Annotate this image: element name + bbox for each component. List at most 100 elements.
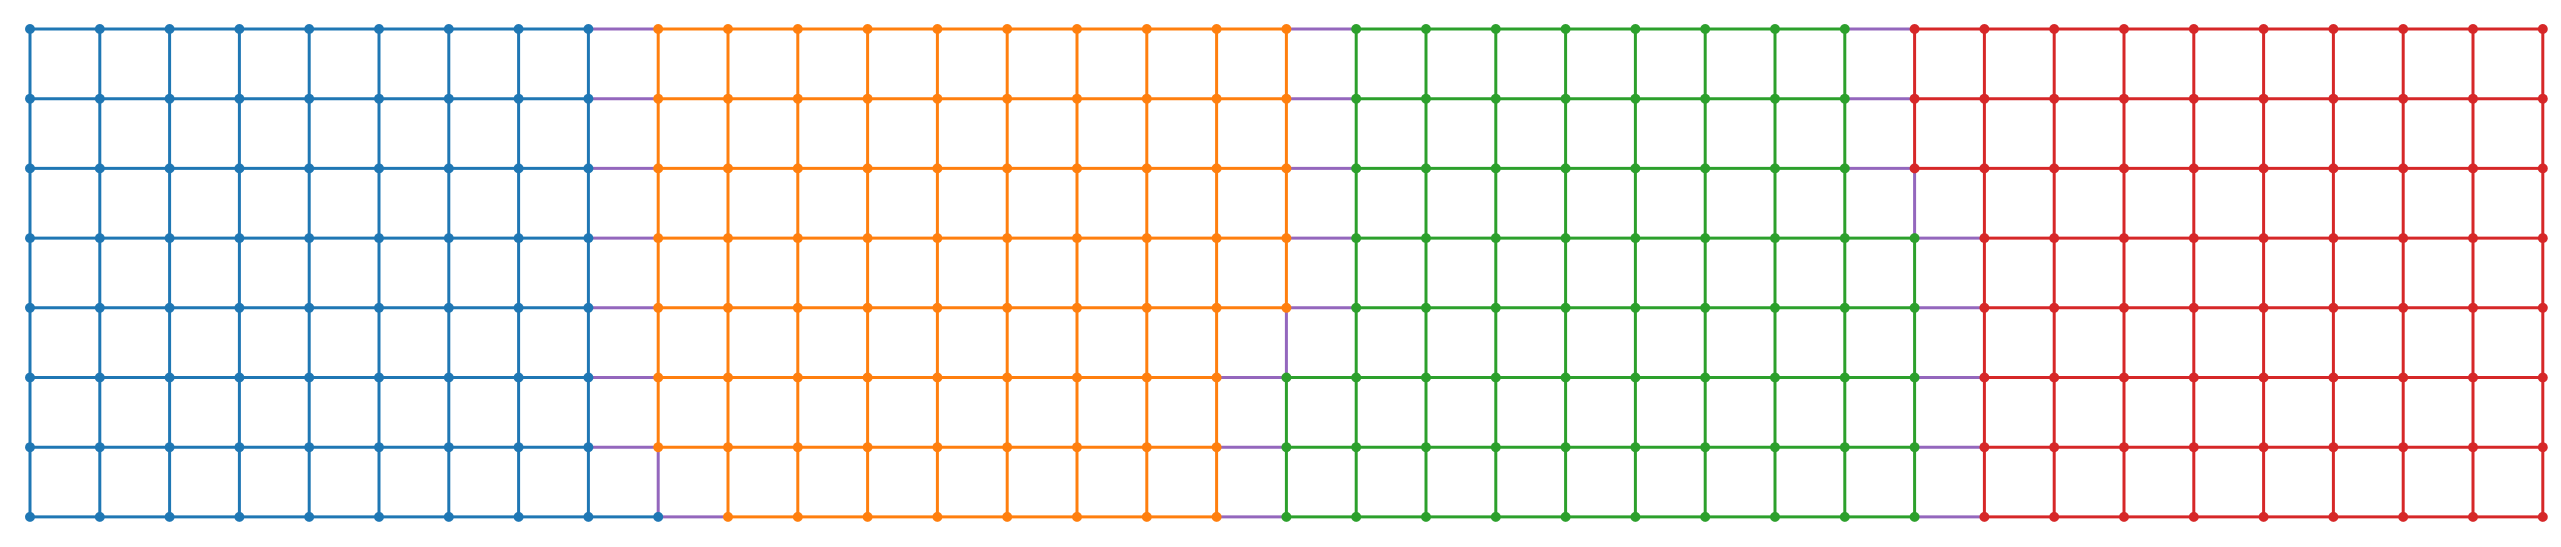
graph-node (513, 372, 524, 383)
graph-node (1979, 163, 1990, 174)
graph-node (1351, 24, 1362, 34)
graph-node (2119, 302, 2129, 313)
graph-node (723, 24, 733, 34)
graph-node (792, 163, 803, 174)
graph-node (583, 93, 594, 104)
graph-node (1002, 163, 1013, 174)
graph-node (653, 163, 664, 174)
graph-node (1072, 93, 1082, 104)
graph-node (1560, 24, 1571, 34)
graph-node (164, 372, 175, 383)
graph-node (1490, 233, 1501, 244)
graph-node (1351, 302, 1362, 313)
graph-node (304, 302, 315, 313)
graph-node (443, 163, 454, 174)
graph-node (1560, 372, 1571, 383)
graph-node (2328, 233, 2339, 244)
graph-node (443, 233, 454, 244)
graph-node (1700, 233, 1711, 244)
graph-node (2258, 302, 2269, 313)
graph-node (653, 24, 664, 34)
graph-node (1072, 233, 1082, 244)
graph-node (1839, 163, 1850, 174)
graph-node (304, 163, 315, 174)
graph-node (2049, 233, 2060, 244)
graph-node (1700, 372, 1711, 383)
graph-node (2537, 372, 2548, 383)
graph-node (374, 93, 384, 104)
graph-node (2537, 511, 2548, 522)
graph-node (2049, 442, 2060, 453)
graph-node (1560, 442, 1571, 453)
graph-node (653, 511, 664, 522)
graph-node (1002, 24, 1013, 34)
graph-node (1700, 24, 1711, 34)
graph-node (792, 302, 803, 313)
graph-node (374, 372, 384, 383)
graph-node (374, 163, 384, 174)
graph-node (2258, 372, 2269, 383)
graph-node (932, 93, 943, 104)
graph-node (2119, 372, 2129, 383)
graph-node (1141, 163, 1152, 174)
graph-node (94, 233, 105, 244)
graph-node (583, 302, 594, 313)
graph-node (932, 24, 943, 34)
graph-node (1909, 442, 1920, 453)
graph-node (443, 93, 454, 104)
graph-node (164, 442, 175, 453)
edges-layer (28, 27, 2545, 519)
graph-node (2188, 24, 2199, 34)
graph-node (304, 233, 315, 244)
graph-node (1909, 163, 1920, 174)
graph-node (1281, 233, 1292, 244)
graph-node (1490, 163, 1501, 174)
graph-node (862, 24, 873, 34)
graph-node (1770, 372, 1780, 383)
graph-node (374, 511, 384, 522)
graph-node (1560, 163, 1571, 174)
graph-node (1490, 442, 1501, 453)
graph-node (1839, 302, 1850, 313)
graph-node (304, 511, 315, 522)
graph-node (1490, 302, 1501, 313)
graph-node (25, 511, 35, 522)
graph-node (2049, 511, 2060, 522)
graph-node (513, 302, 524, 313)
graph-node (792, 24, 803, 34)
graph-node (513, 442, 524, 453)
graph-node (25, 442, 35, 453)
graph-node (2537, 163, 2548, 174)
graph-node (2537, 24, 2548, 34)
graph-node (1979, 511, 1990, 522)
graph-node (2398, 93, 2409, 104)
graph-node (1909, 372, 1920, 383)
graph-node (1560, 511, 1571, 522)
graph-node (94, 93, 105, 104)
graph-node (1002, 93, 1013, 104)
graph-node (2398, 233, 2409, 244)
graph-node (1909, 233, 1920, 244)
graph-node (2328, 24, 2339, 34)
graph-node (234, 24, 245, 34)
graph-node (25, 163, 35, 174)
graph-node (1909, 93, 1920, 104)
graph-node (1002, 302, 1013, 313)
graph-node (653, 372, 664, 383)
graph-node (583, 233, 594, 244)
graph-node (164, 163, 175, 174)
graph-node (1839, 233, 1850, 244)
graph-node (1630, 24, 1641, 34)
graph-node (583, 511, 594, 522)
graph-node (304, 372, 315, 383)
graph-node (1490, 24, 1501, 34)
graph-node (1141, 93, 1152, 104)
graph-node (1560, 233, 1571, 244)
graph-node (1770, 233, 1780, 244)
graph-node (583, 24, 594, 34)
graph-node (1141, 442, 1152, 453)
graph-node (653, 233, 664, 244)
graph-node (1141, 233, 1152, 244)
graph-node (1351, 93, 1362, 104)
graph-node (374, 233, 384, 244)
